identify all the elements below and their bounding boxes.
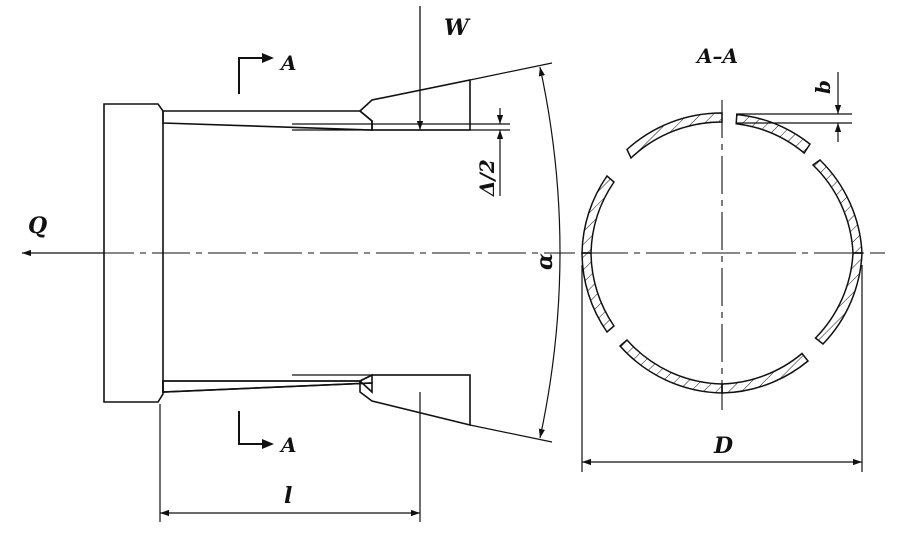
ring	[581, 112, 863, 394]
flange	[103, 103, 164, 403]
wall-thickness-dimension: b	[736, 72, 852, 142]
longitudinal-section	[40, 62, 575, 443]
interference-dimension: Δ/2	[475, 108, 504, 197]
diameter-label: D	[713, 433, 733, 459]
upper-wall	[162, 110, 373, 131]
cone-angle-label: α	[532, 253, 558, 270]
section-marker-top-label: A	[279, 51, 297, 75]
force-w: W	[416, 6, 471, 130]
lower-cone	[359, 374, 471, 427]
diameter-dimension: D	[581, 265, 863, 472]
section-marker-bottom-label: A	[279, 433, 297, 457]
interference-label: Δ/2	[475, 159, 499, 197]
cone-angle-dimension: α	[532, 66, 561, 439]
section-marker-top: A	[238, 51, 297, 94]
force-q: Q	[22, 213, 104, 257]
cone-extension-top	[469, 62, 553, 81]
force-w-label: W	[444, 15, 471, 41]
upper-cone	[358, 79, 471, 131]
lower-wall-outline	[162, 373, 373, 393]
cross-section: A–A b	[581, 44, 885, 472]
length-dimension: l	[159, 392, 421, 522]
length-label: l	[284, 483, 292, 509]
cone-extension-bottom	[469, 424, 553, 443]
wall-thickness-label: b	[811, 80, 835, 94]
force-q-label: Q	[28, 213, 47, 239]
section-marker-bottom: A	[238, 411, 297, 457]
section-title: A–A	[695, 44, 738, 68]
